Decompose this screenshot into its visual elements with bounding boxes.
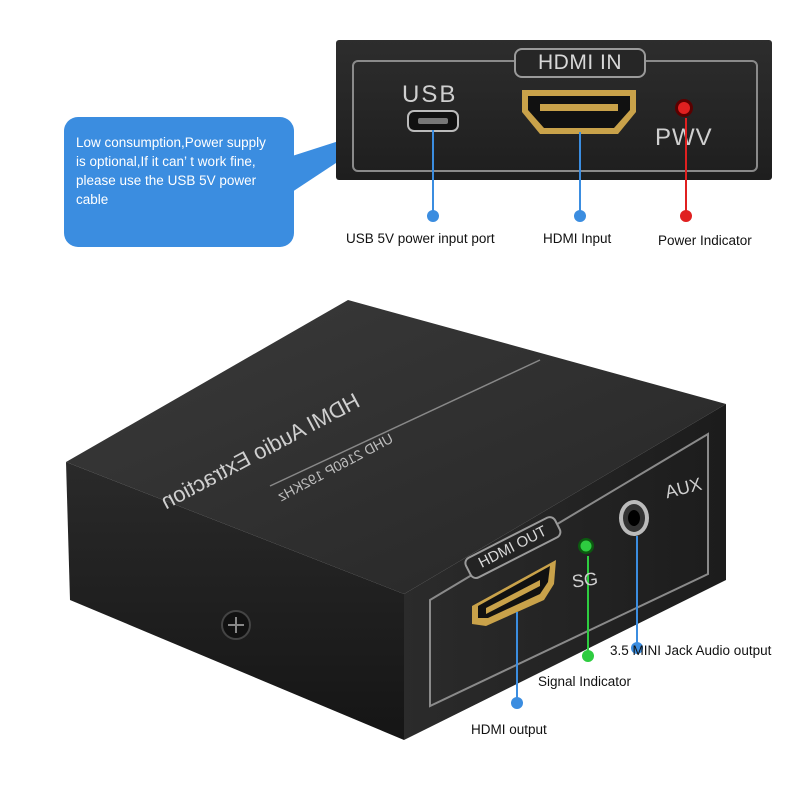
micro-usb-port-icon xyxy=(407,110,459,132)
hdmi-out-port-icon xyxy=(472,560,556,626)
usb-panel-label: USB xyxy=(402,81,458,108)
screw-icon xyxy=(221,610,251,640)
sg-label: SG xyxy=(570,568,600,592)
power-indicator-label: Power Indicator xyxy=(658,233,752,248)
jack-output-label: 3.5 MINI Jack Audio output xyxy=(610,643,772,658)
hdmi-output-label: HDMI output xyxy=(471,722,547,737)
hdmi-input-label: HDMI Input xyxy=(543,231,612,246)
callout-line-3: please use the USB 5V power xyxy=(76,173,257,188)
power-panel-label: PWV xyxy=(655,124,713,151)
callout-line-4: cable xyxy=(76,192,109,207)
signal-indicator-label: Signal Indicator xyxy=(538,674,632,689)
usb-port-label: USB 5V power input port xyxy=(346,231,495,246)
callout-line-1: Low consumption,Power supply xyxy=(76,135,266,150)
callout-bubble: Low consumption,Power supply is optional… xyxy=(64,117,294,247)
hdmi-in-port-icon xyxy=(522,90,636,134)
callout-line-2: is optional,If it can’ t work fine, xyxy=(76,154,256,169)
aux-jack-icon xyxy=(619,500,649,536)
power-led-icon xyxy=(675,99,693,117)
signal-led-icon xyxy=(578,538,594,554)
hdmi-in-tag: HDMI IN xyxy=(514,48,646,78)
